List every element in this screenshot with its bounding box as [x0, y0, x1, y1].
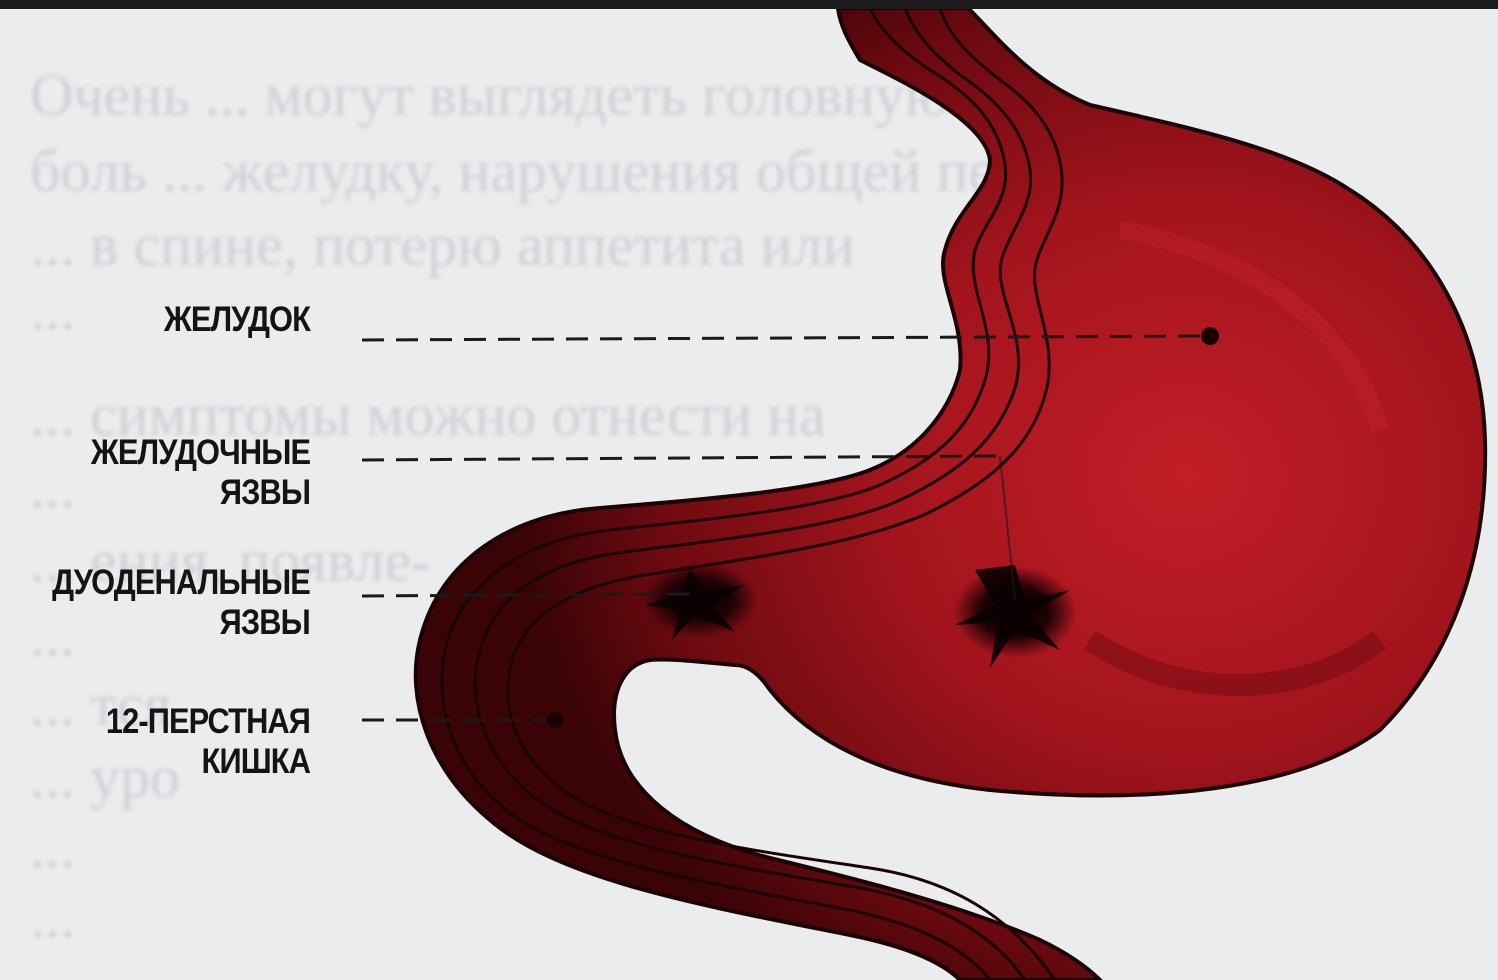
label-duodenal-ulcers-line1: ДУОДЕНАЛЬНЫЕ — [52, 563, 310, 603]
label-gastric-ulcers-line2: ЯЗВЫ — [91, 473, 310, 513]
leader-dot-stomach — [1201, 327, 1219, 345]
label-duodenal-ulcers: ДУОДЕНАЛЬНЫЕ ЯЗВЫ — [52, 563, 310, 643]
leader-dot-duodenum — [547, 712, 563, 728]
label-gastric-ulcers-line1: ЖЕЛУДОЧНЫЕ — [91, 433, 310, 473]
label-duodenal-ulcers-line2: ЯЗВЫ — [52, 603, 310, 643]
label-stomach-text: ЖЕЛУДОК — [164, 300, 310, 340]
label-duodenum-line1: 12-ПЕРСТНАЯ — [106, 702, 310, 742]
label-stomach: ЖЕЛУДОК — [164, 300, 310, 340]
label-duodenum: 12-ПЕРСТНАЯ КИШКА — [106, 702, 310, 782]
label-gastric-ulcers: ЖЕЛУДОЧНЫЕ ЯЗВЫ — [91, 433, 310, 513]
label-duodenum-line2: КИШКА — [106, 742, 310, 782]
stomach-outer-wall — [416, 8, 1485, 980]
